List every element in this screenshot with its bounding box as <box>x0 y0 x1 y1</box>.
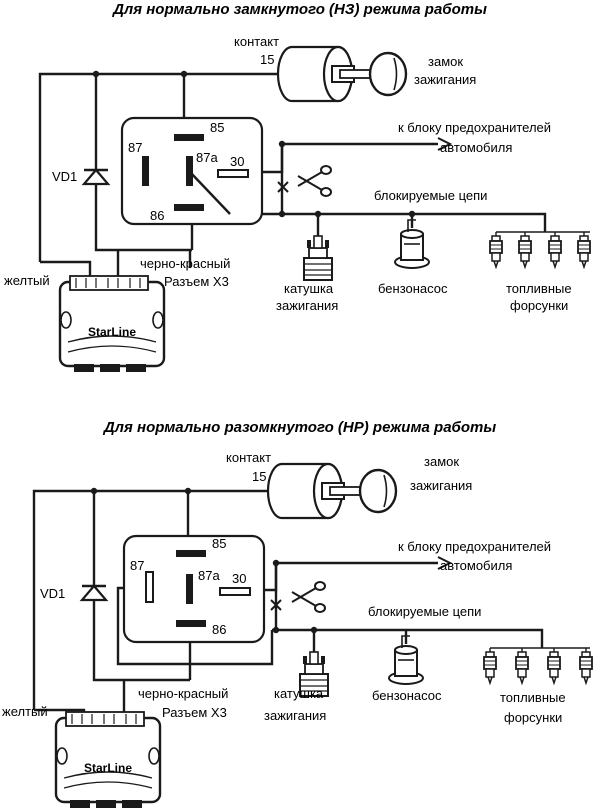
yellow-wire-label: желтый <box>4 273 50 288</box>
ignition-coil-icon <box>303 235 333 281</box>
diode-icon <box>81 168 111 186</box>
pin-86: 86 <box>150 208 164 223</box>
wire-diode-low <box>92 491 190 682</box>
wire-fuse <box>256 561 438 592</box>
wire-blocked <box>272 628 544 648</box>
pin-86: 86 <box>212 622 226 637</box>
fuse-label-1: к блоку предохранителей <box>398 539 551 554</box>
injector-label-1: топливные <box>506 281 572 296</box>
injector-label-2: форсунки <box>510 298 568 313</box>
injector-icon <box>577 235 591 268</box>
relay-icon <box>120 116 264 226</box>
coil-label-1: катушка <box>274 686 324 701</box>
pin-87: 87 <box>130 558 144 573</box>
injector-icon <box>489 235 503 268</box>
lock-label-2: зажигания <box>414 72 476 87</box>
injector-label-1: топливные <box>500 690 566 705</box>
wire-contact-15 <box>38 72 290 262</box>
injector-icon <box>515 651 529 684</box>
lock-label-1: замок <box>424 454 459 469</box>
starline-module-icon <box>58 274 166 374</box>
wire-loads <box>316 214 414 238</box>
cut-mark-icon <box>270 599 282 611</box>
coil-label-2: зажигания <box>264 708 326 723</box>
diagram-title: Для нормально замкнутого (НЗ) режима раб… <box>111 1 487 18</box>
ignition-lock-icon <box>276 45 372 103</box>
injector-icon <box>518 235 532 268</box>
scissors-icon <box>291 581 326 613</box>
diagram-title: Для нормально разомкнутого (НР) режима р… <box>102 419 496 436</box>
wire-contact-15 <box>32 489 278 710</box>
contact-number: 15 <box>260 52 274 67</box>
yellow-wire-label: желтый <box>2 704 48 719</box>
fuse-label-1: к блоку предохранителей <box>398 120 551 135</box>
contact-label: контакт <box>226 450 271 465</box>
scissors-icon <box>297 165 332 197</box>
contact-number: 15 <box>252 469 266 484</box>
coil-label-2: зажигания <box>276 298 338 313</box>
wire-blocked <box>230 212 547 232</box>
diode-label: VD1 <box>52 169 77 184</box>
blocked-label: блокируемые цепи <box>368 604 481 619</box>
pump-label: бензонасос <box>372 688 442 703</box>
wire-diode-low <box>94 74 192 252</box>
injector-icon <box>548 235 562 268</box>
starline-module-icon <box>54 710 162 809</box>
wire-color-label: черно-красный <box>138 686 228 701</box>
pin-30: 30 <box>230 154 244 169</box>
coil-label-1: катушка <box>284 281 334 296</box>
module-logo: StarLine <box>88 325 136 339</box>
diode-icon <box>79 584 109 602</box>
arrow-icon <box>437 137 453 151</box>
connector-label: Разъем Х3 <box>164 274 229 289</box>
pin-87: 87 <box>128 140 142 155</box>
pump-label: бензонасос <box>378 281 448 296</box>
switch-contact <box>189 171 231 215</box>
ignition-lock-icon <box>266 462 362 520</box>
fuse-label-2: автомобиля <box>440 140 512 155</box>
diode-label: VD1 <box>40 586 65 601</box>
lock-label-1: замок <box>428 54 463 69</box>
diagram-top: Для нормально замкнутого (НЗ) режима раб… <box>4 1 591 374</box>
wire-color-label: черно-красный <box>140 256 230 271</box>
diagram-bottom: Для нормально разомкнутого (НР) режима р… <box>2 419 593 809</box>
module-logo: StarLine <box>84 761 132 775</box>
arrow-icon <box>437 556 453 570</box>
injector-label-2: форсунки <box>504 710 562 725</box>
injector-icon <box>483 651 497 684</box>
connector-label: Разъем Х3 <box>162 705 227 720</box>
pin-30: 30 <box>232 571 246 586</box>
pin-87a: 87а <box>198 568 220 583</box>
key-icon <box>358 468 398 514</box>
key-icon <box>368 51 408 97</box>
contact-label: контакт <box>234 34 279 49</box>
injector-icon <box>547 651 561 684</box>
lock-label-2: зажигания <box>410 478 472 493</box>
pin-87a: 87а <box>196 150 218 165</box>
pin-85: 85 <box>212 536 226 551</box>
blocked-label: блокируемые цепи <box>374 188 487 203</box>
pin-85: 85 <box>210 120 224 135</box>
wire-loads <box>312 630 408 654</box>
relay-icon <box>122 534 266 644</box>
wire-fuse <box>262 142 438 174</box>
fuse-label-2: автомобиля <box>440 558 512 573</box>
cut-mark-icon <box>277 181 289 193</box>
injector-icon <box>579 651 593 684</box>
wire-module <box>40 250 192 276</box>
